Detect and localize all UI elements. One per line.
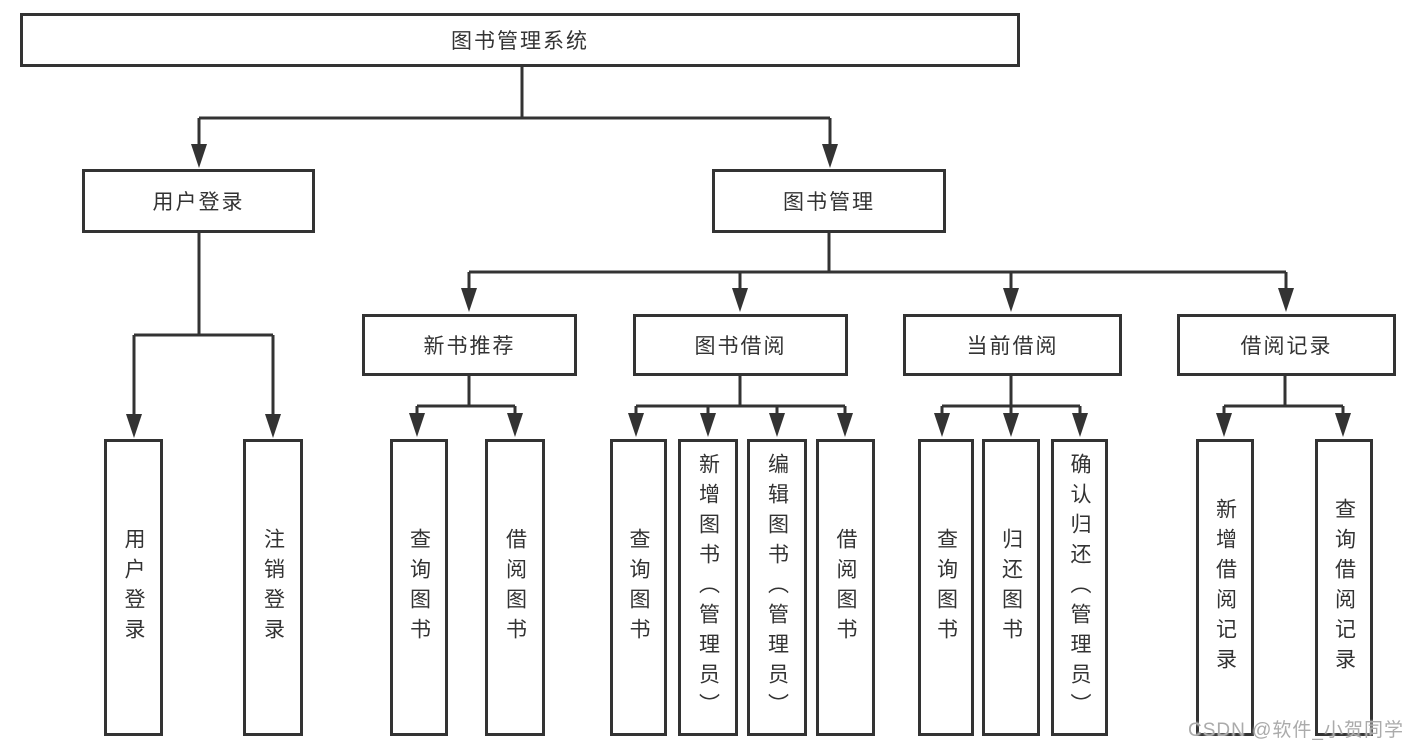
connector-records-children	[1216, 376, 1351, 437]
connector-book-mgmt-children	[461, 233, 1294, 312]
connector-new-books-children	[409, 376, 523, 437]
leaf-label: 查询图书	[627, 527, 650, 648]
csdn-watermark: CSDN @软件_小贺同学	[1188, 720, 1404, 741]
connector-user-login-children	[126, 233, 281, 438]
node-leaf-current-confirm-admin: 确认归还（管理员）	[1051, 439, 1108, 736]
node-user-login: 用户登录	[82, 169, 315, 233]
connector-root-to-level2	[191, 67, 838, 168]
node-leaf-newbooks-query: 查询图书	[390, 439, 448, 736]
node-root: 图书管理系统	[20, 13, 1020, 67]
leaf-label: 归还图书	[999, 527, 1023, 648]
node-leaf-records-add: 新增借阅记录	[1196, 439, 1254, 736]
leaf-label: 新增借阅记录	[1213, 497, 1237, 678]
leaf-label: 确认归还（管理员）	[1068, 452, 1091, 723]
node-borrow-records: 借阅记录	[1177, 314, 1396, 376]
leaf-label: 编辑图书（管理员）	[765, 452, 789, 723]
leaf-label: 注销登录	[261, 527, 285, 648]
leaf-label: 查询借阅记录	[1332, 497, 1356, 678]
node-leaf-borrowing-query: 查询图书	[610, 439, 667, 736]
leaf-label: 用户登录	[122, 527, 145, 648]
leaf-label: 新增图书（管理员）	[696, 452, 720, 723]
leaf-label: 借阅图书	[503, 527, 527, 648]
node-leaf-logout: 注销登录	[243, 439, 303, 736]
node-leaf-borrowing-add-admin: 新增图书（管理员）	[678, 439, 738, 736]
node-leaf-user-login: 用户登录	[104, 439, 163, 736]
leaf-label: 查询图书	[934, 527, 958, 648]
connector-current-children	[934, 376, 1088, 437]
node-leaf-records-query: 查询借阅记录	[1315, 439, 1373, 736]
connector-borrowing-children	[628, 376, 853, 437]
node-leaf-borrowing-borrow: 借阅图书	[816, 439, 875, 736]
node-leaf-current-return: 归还图书	[982, 439, 1040, 736]
node-new-books: 新书推荐	[362, 314, 577, 376]
node-leaf-borrowing-edit-admin: 编辑图书（管理员）	[747, 439, 807, 736]
node-current-borrow: 当前借阅	[903, 314, 1122, 376]
node-leaf-newbooks-borrow: 借阅图书	[485, 439, 545, 736]
leaf-label: 查询图书	[407, 527, 431, 648]
node-leaf-current-query: 查询图书	[918, 439, 974, 736]
node-book-mgmt: 图书管理	[712, 169, 946, 233]
node-borrowing: 图书借阅	[633, 314, 848, 376]
leaf-label: 借阅图书	[834, 527, 857, 648]
